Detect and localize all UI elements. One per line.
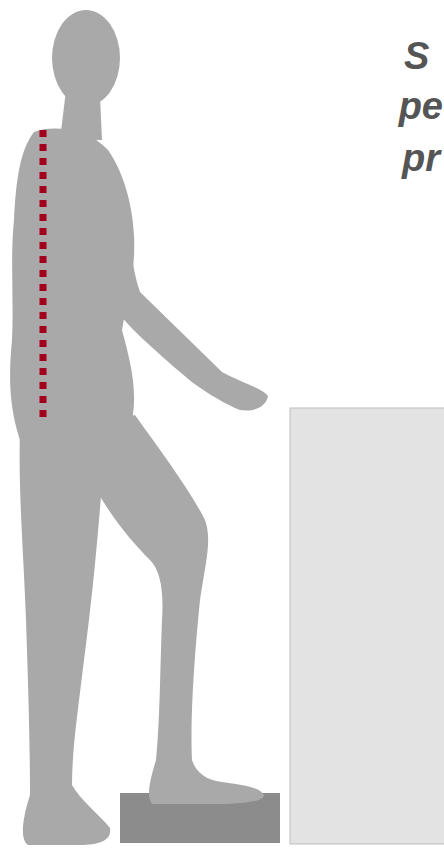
human-silhouette [10, 10, 268, 845]
arm [84, 160, 268, 410]
spine-line [40, 130, 47, 418]
heading-fragment: S [404, 34, 429, 78]
head [52, 10, 120, 106]
standing-leg [20, 430, 111, 845]
heading-fragment: pr [402, 136, 440, 180]
raised-leg [70, 415, 264, 804]
heading-fragment: pe [399, 84, 443, 128]
work-surface [290, 408, 444, 844]
